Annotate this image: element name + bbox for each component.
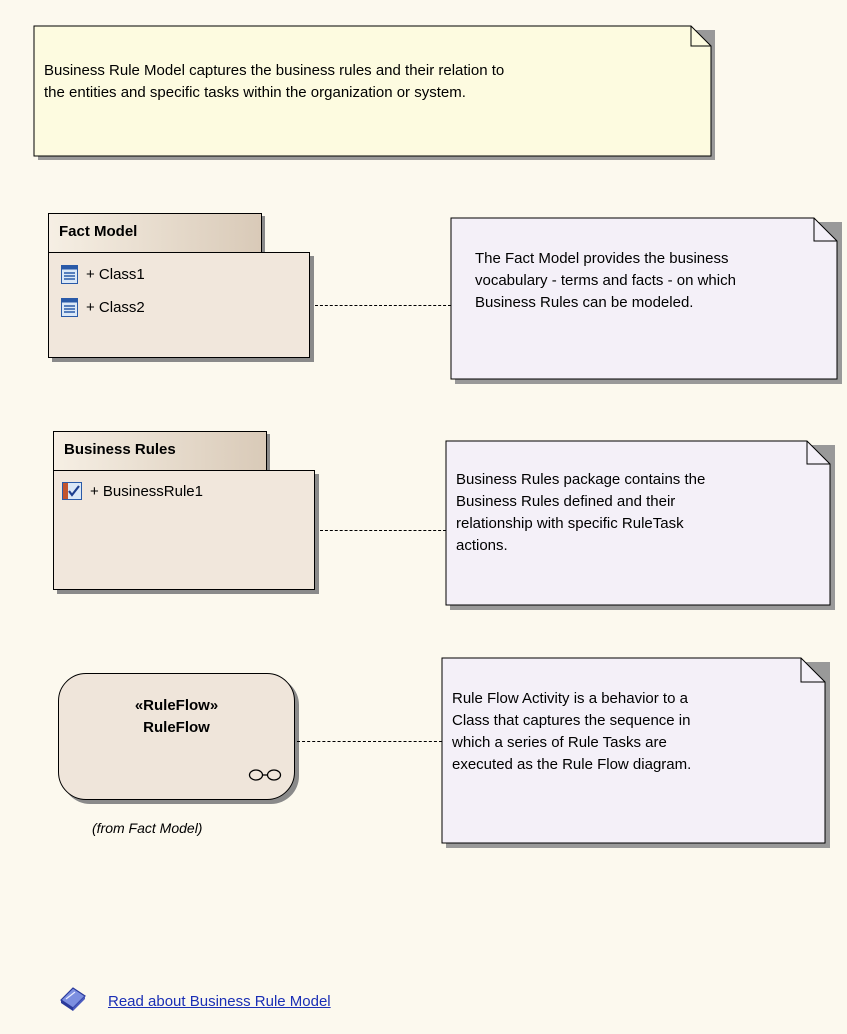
fact-model-package[interactable]: Fact Model + Class1 + Class2 (48, 213, 314, 363)
ruleflow-activity[interactable]: «RuleFlow» RuleFlow (58, 673, 295, 800)
fact-model-note-connector (315, 305, 451, 306)
business-rules-package-tab: Business Rules (53, 431, 267, 471)
ruleflow-note-text: Rule Flow Activity is a behavior to a Cl… (452, 690, 692, 773)
fact-model-package-body: + Class1 + Class2 (48, 252, 310, 358)
class-icon (61, 297, 78, 317)
package-item-class2[interactable]: + Class2 (61, 296, 145, 318)
fact-model-package-tab: Fact Model (48, 213, 262, 253)
package-item-class1[interactable]: + Class1 (61, 263, 145, 285)
read-about-link[interactable]: Read about Business Rule Model (108, 993, 331, 1010)
business-rules-package[interactable]: Business Rules + BusinessRule1 (53, 431, 319, 595)
intro-note-text: Business Rule Model captures the busines… (44, 62, 505, 101)
ruleflow-stereotype: «RuleFlow» (134, 697, 219, 714)
business-rule-icon (62, 482, 82, 500)
ruleflow-from-label: (from Fact Model) (92, 820, 203, 836)
business-rules-note-connector (320, 530, 446, 531)
package-item-label: + Class1 (86, 265, 145, 283)
fact-model-package-title: Fact Model (59, 223, 138, 240)
business-rules-note-text: Business Rules package contains the Busi… (456, 471, 706, 554)
class-icon (61, 264, 78, 284)
ruleflow-note[interactable]: Rule Flow Activity is a behavior to a Cl… (441, 657, 830, 848)
package-item-label: + BusinessRule1 (90, 482, 203, 500)
fact-model-note-text: The Fact Model provides the business voc… (475, 250, 736, 311)
business-rules-package-title: Business Rules (64, 441, 176, 458)
intro-note[interactable]: Business Rule Model captures the busines… (33, 25, 715, 160)
package-item-label: + Class2 (86, 298, 145, 316)
ruleflow-name: RuleFlow (143, 719, 210, 736)
business-rules-note[interactable]: Business Rules package contains the Busi… (445, 440, 835, 610)
ruleflow-note-shape (441, 657, 830, 848)
ruleflow-note-connector (297, 741, 442, 742)
business-rules-package-body: + BusinessRule1 (53, 470, 315, 590)
business-rules-note-shape (445, 440, 835, 610)
fact-model-note[interactable]: The Fact Model provides the business voc… (450, 217, 842, 384)
book-icon[interactable] (58, 986, 88, 1012)
fact-model-note-shape (450, 217, 842, 384)
package-item-businessrule1[interactable]: + BusinessRule1 (62, 480, 203, 502)
intro-note-shape (33, 25, 715, 160)
activity-link-icon (248, 769, 282, 781)
